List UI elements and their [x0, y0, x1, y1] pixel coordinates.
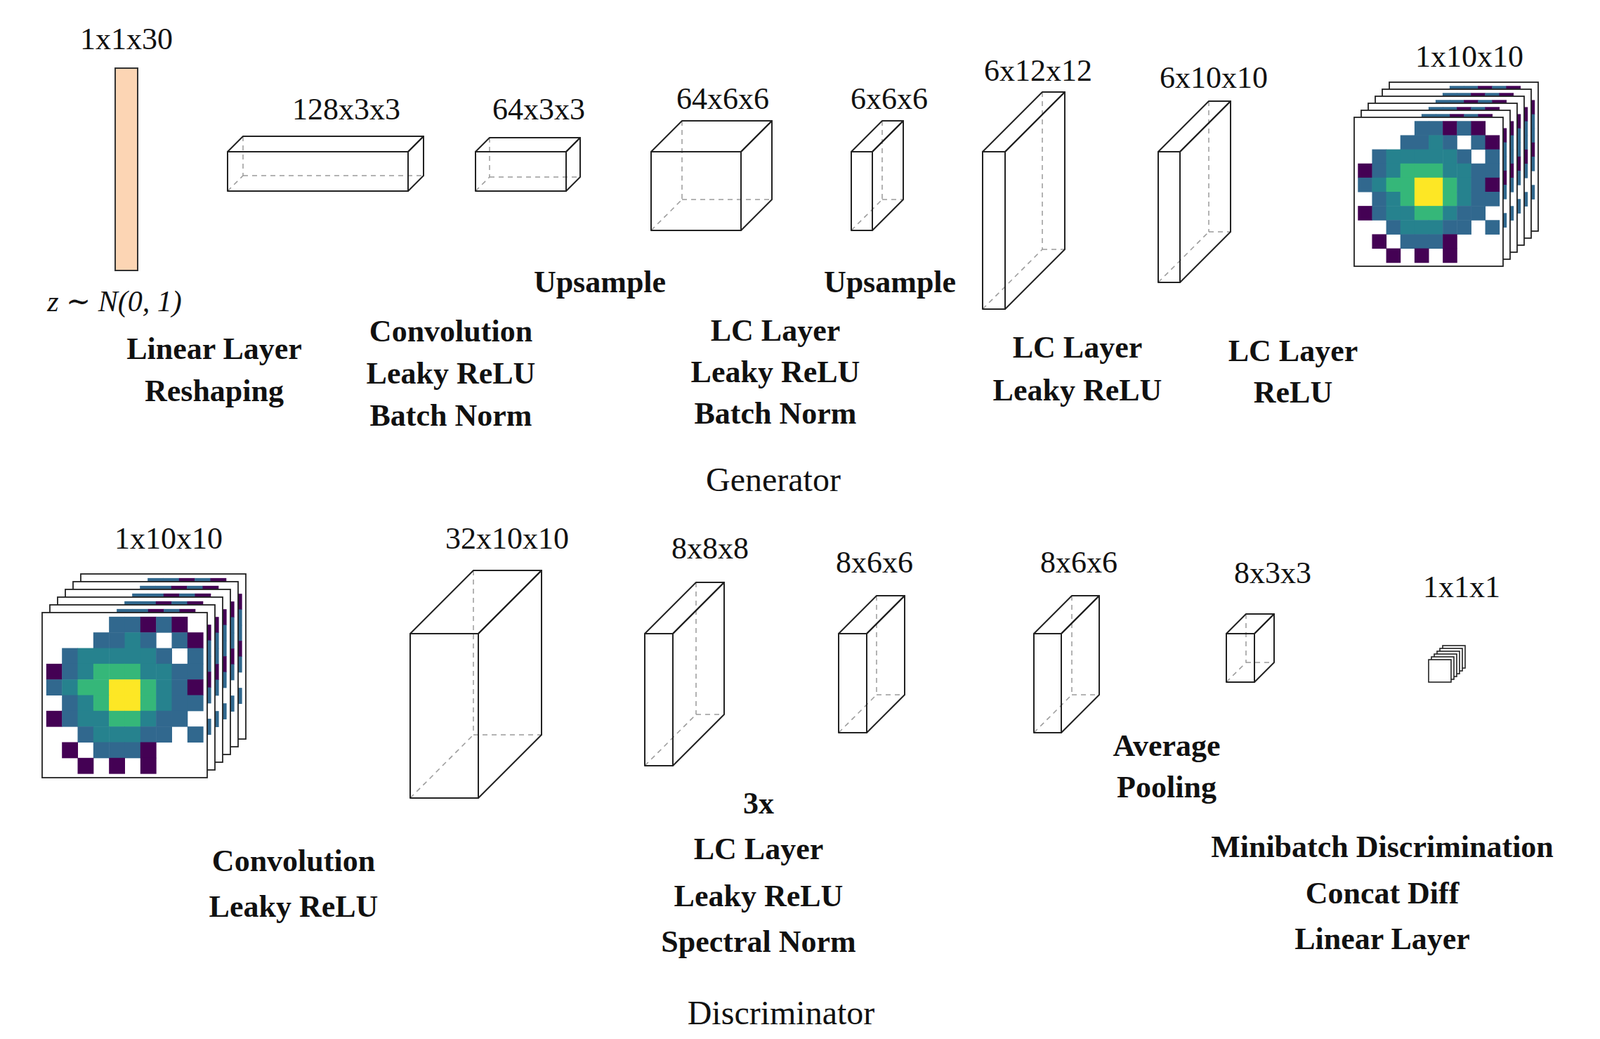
layer-label: Leaky ReLU — [209, 885, 379, 928]
tensor-cuboid — [651, 120, 772, 231]
tensor-block: 8x6x6 — [1031, 592, 1103, 736]
hidden-edges — [227, 136, 424, 192]
shape-outline — [641, 579, 727, 769]
tensor-block: 32x10x10 — [407, 567, 545, 801]
shape-outline — [835, 592, 908, 736]
dimension-label: 8x3x3 — [1234, 554, 1312, 591]
layer-label: Linear Layer — [1294, 917, 1471, 960]
tensor-block: 8x8x8 — [641, 579, 727, 769]
layer-label: LC Layer — [710, 309, 841, 352]
shape-outline — [648, 117, 775, 234]
layer-label: LC Layer — [1228, 330, 1359, 372]
tensor-block: 8x3x3 — [1223, 611, 1277, 685]
shape-outline — [112, 65, 141, 274]
layer-label: Batch Norm — [694, 392, 857, 435]
tensor-block: 6x10x10 — [1155, 98, 1234, 286]
noise-label: z ∼ N(0, 1) — [47, 281, 182, 322]
heatmap-layer — [42, 612, 208, 778]
layer-label: Reshaping — [144, 370, 284, 412]
section-title: Discriminator — [687, 990, 876, 1036]
hidden-edges — [644, 582, 725, 766]
shape-outline — [1031, 592, 1103, 736]
shape-outline — [407, 567, 545, 801]
tensor-cuboid — [1033, 595, 1100, 733]
dimension-label: 32x10x10 — [445, 520, 569, 557]
layer-label: Leaky ReLU — [993, 369, 1163, 411]
dimension-label: 64x3x3 — [492, 91, 586, 128]
dimension-label: 8x6x6 — [835, 544, 914, 581]
dimension-label: 6x6x6 — [850, 80, 928, 117]
layer-label: ReLU — [1253, 371, 1333, 413]
tensor-cuboid — [410, 570, 542, 798]
hidden-edges — [1226, 613, 1275, 683]
hidden-edges — [982, 92, 1065, 310]
dimension-label: 128x3x3 — [292, 91, 401, 128]
latent-vector: 1x1x30 — [112, 65, 141, 274]
heatmap-layer — [1354, 117, 1504, 267]
dimension-label: 1x1x1 — [1423, 568, 1501, 605]
layer-label: Average Pooling — [1112, 724, 1221, 809]
tensor-cuboid — [227, 136, 424, 192]
shape-outline — [979, 89, 1068, 312]
hidden-edges — [838, 595, 905, 733]
hidden-edges — [410, 570, 542, 798]
dimension-label: 8x6x6 — [1040, 544, 1118, 581]
tensor-cuboid — [1158, 101, 1231, 283]
tensor-cuboid — [644, 582, 725, 766]
layer-label: Upsample — [533, 261, 666, 303]
shape-outline — [224, 133, 427, 194]
layer-label: 3x — [743, 782, 775, 824]
shape-outline — [472, 134, 583, 194]
dimension-label: 1x10x10 — [1415, 38, 1524, 75]
tensor-block: 64x6x6 — [648, 117, 775, 234]
shape-outline — [1351, 79, 1542, 270]
layer-label: Minibatch Discrimination — [1210, 825, 1554, 868]
layer-label: Linear Layer — [126, 328, 303, 370]
tensor-block: 64x3x3 — [472, 134, 583, 194]
shape-outline — [39, 571, 249, 781]
layer-label: Convolution — [369, 310, 533, 352]
latent-bar — [115, 68, 138, 271]
layer-label: LC Layer — [1012, 326, 1143, 369]
layer-label: Leaky ReLU — [366, 352, 536, 395]
layer-label: Batch Norm — [370, 394, 533, 437]
shape-outline — [1425, 642, 1468, 685]
dimension-label: 8x8x8 — [671, 530, 749, 567]
tensor-block: 6x6x6 — [848, 117, 907, 234]
tensor-block: 128x3x3 — [224, 133, 427, 194]
dimension-label: 64x6x6 — [676, 80, 770, 117]
layer-label: Upsample — [823, 261, 956, 303]
dimension-label: 1x10x10 — [114, 520, 223, 557]
shape-outline — [1223, 611, 1277, 685]
tensor-cuboid — [851, 120, 904, 231]
tensor-cuboid — [982, 92, 1065, 310]
tensor-block: 8x6x6 — [835, 592, 908, 736]
dimension-label: 1x1x30 — [80, 21, 173, 57]
tensor-cuboid — [475, 137, 581, 192]
image-stack: 1x10x10 — [1351, 79, 1542, 270]
tensor-block: 6x12x12 — [979, 89, 1068, 312]
hidden-edges — [851, 120, 904, 231]
section-title: Generator — [705, 457, 841, 503]
shape-outline — [848, 117, 907, 234]
output-layer — [1428, 659, 1452, 683]
layer-label: Leaky ReLU — [691, 351, 861, 393]
hidden-edges — [1158, 101, 1231, 283]
hidden-edges — [475, 137, 581, 192]
hidden-edges — [651, 120, 772, 231]
tensor-cuboid — [1226, 613, 1275, 683]
layer-label: LC Layer — [693, 828, 824, 870]
dimension-label: 6x10x10 — [1159, 59, 1268, 96]
image-stack: 1x1x1 — [1425, 642, 1468, 685]
hidden-edges — [1033, 595, 1100, 733]
shape-outline — [1155, 98, 1234, 286]
layer-label: Spectral Norm — [660, 920, 856, 963]
layer-label: Leaky ReLU — [674, 875, 844, 917]
tensor-cuboid — [838, 595, 905, 733]
image-stack: 1x10x10 — [39, 571, 249, 781]
layer-label: Convolution — [212, 840, 376, 882]
dimension-label: 6x12x12 — [984, 52, 1093, 89]
layer-label: Concat Diff — [1305, 872, 1460, 914]
